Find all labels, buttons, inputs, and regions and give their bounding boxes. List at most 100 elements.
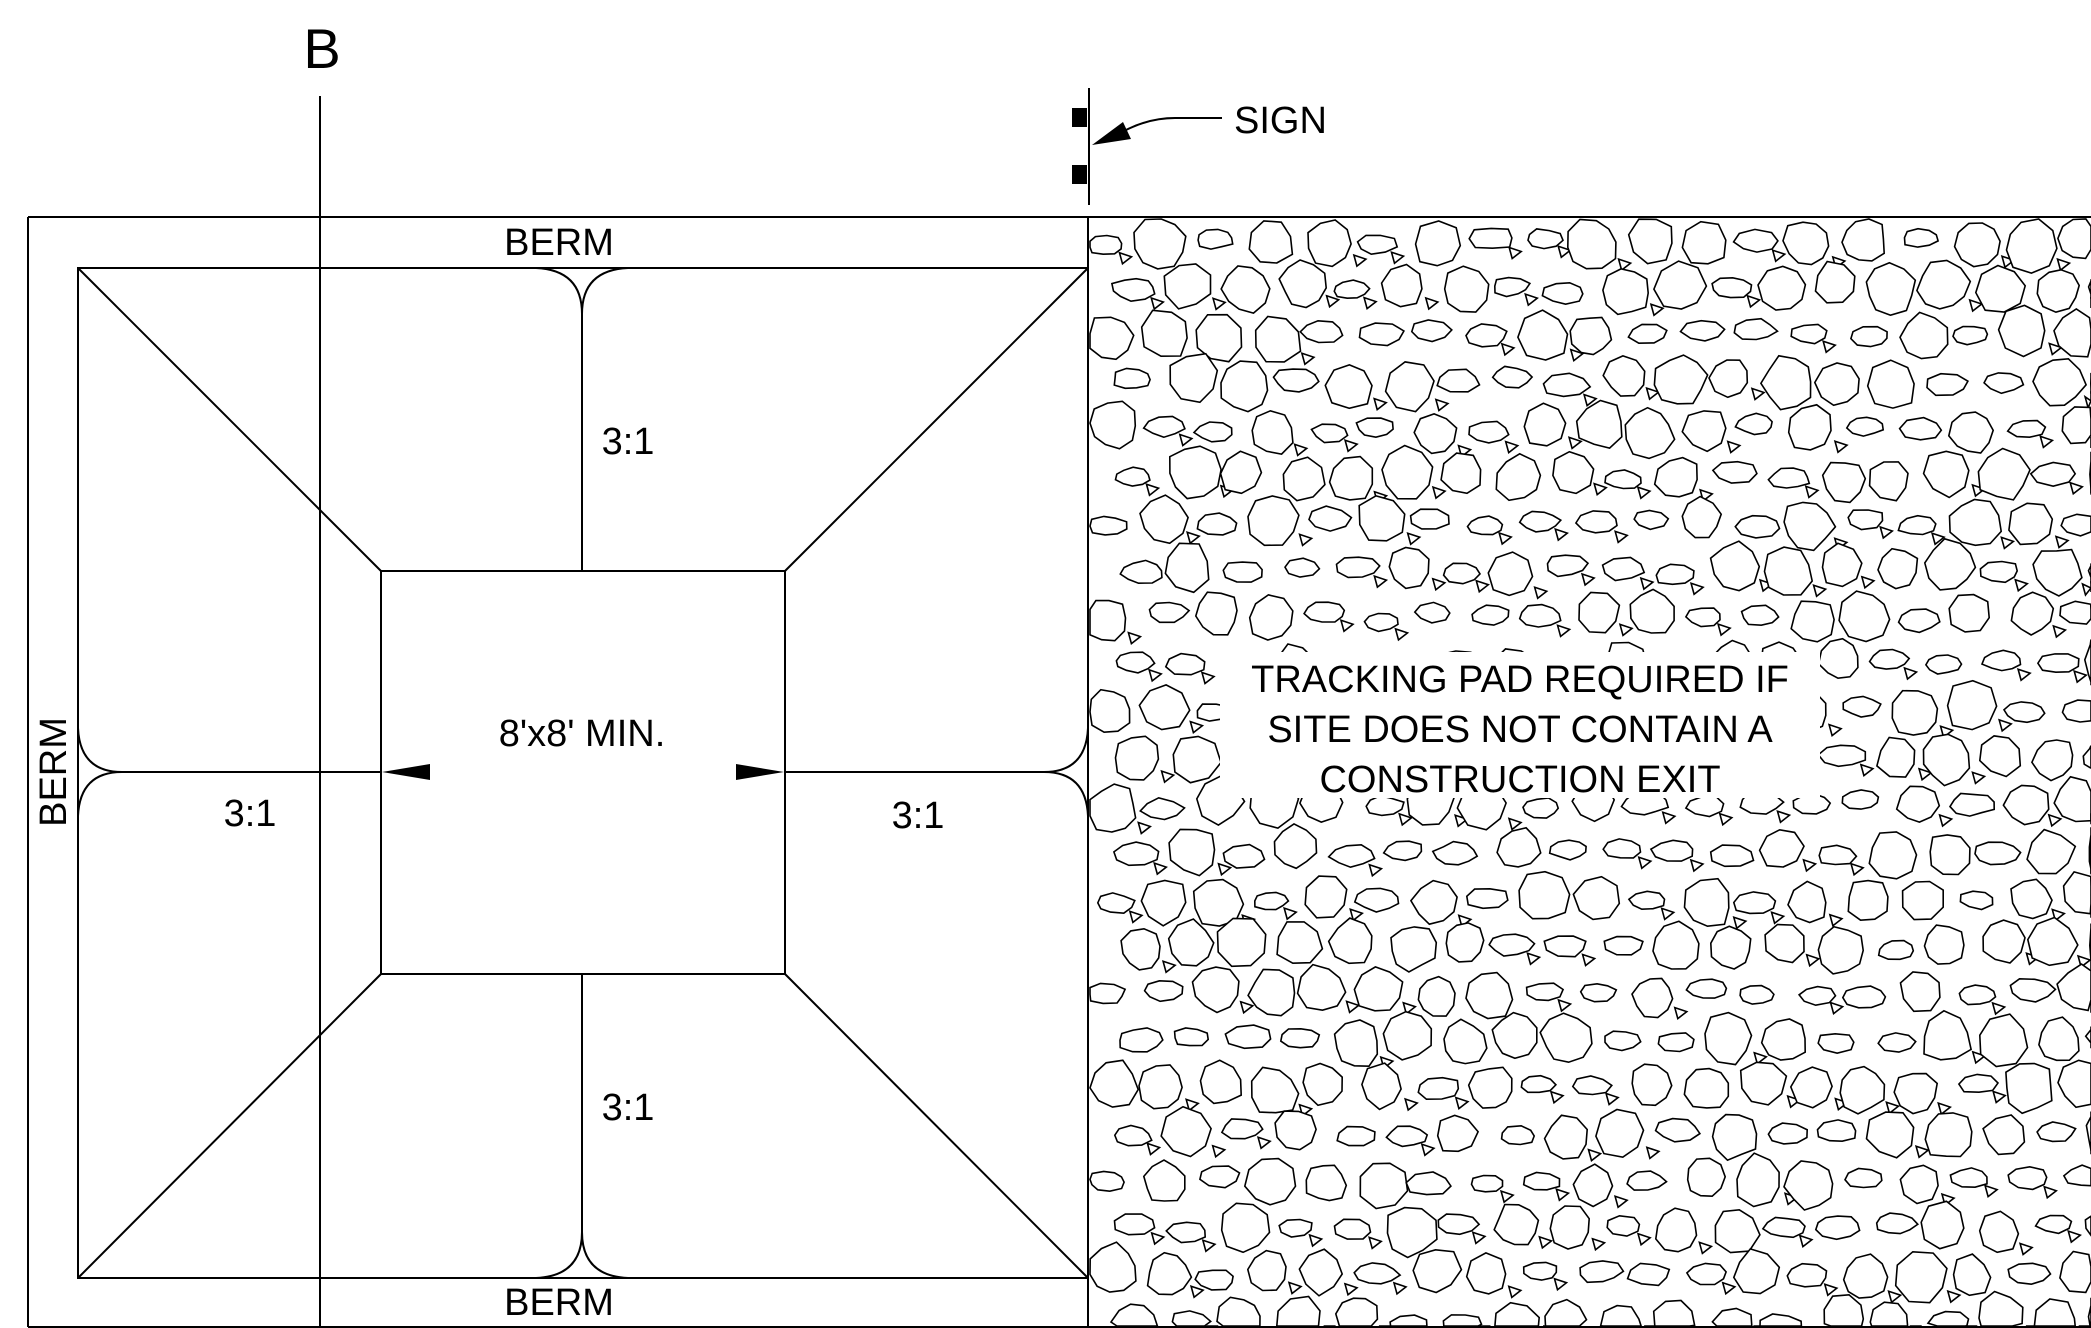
gravel-stone <box>1760 1018 1807 1061</box>
gravel-chip <box>1716 622 1732 637</box>
gravel-chip <box>1402 1001 1417 1016</box>
top-slope-centerline <box>535 267 629 571</box>
gravel-stone <box>1841 218 1886 262</box>
gravel-chip <box>1971 483 1987 498</box>
gravel-stone <box>2036 653 2080 674</box>
gravel-stone <box>1709 925 1752 970</box>
gravel-stone <box>1602 838 1642 859</box>
gravel-stone <box>1543 935 1587 958</box>
gravel-stone <box>1847 509 1884 531</box>
gravel-stone <box>1496 826 1542 868</box>
gravel-stone <box>1194 591 1238 636</box>
gravel-stone <box>1732 891 1777 915</box>
gravel-stone <box>2053 308 2091 358</box>
gravel-chip <box>1613 1195 1629 1209</box>
gravel-stone <box>1869 1301 1909 1327</box>
gravel-chip <box>1914 1144 1930 1159</box>
tracking-pad-note-box <box>1220 652 1820 798</box>
gravel-stone <box>1196 512 1238 536</box>
gravel-stone <box>1868 461 1909 502</box>
gravel-chip <box>1587 1148 1603 1162</box>
gravel-stone <box>1926 372 1969 397</box>
gravel-stone <box>1109 1303 1159 1327</box>
gravel-stone <box>1491 1011 1538 1060</box>
gravel-chip <box>1504 440 1520 454</box>
gravel-stone <box>1595 1108 1645 1158</box>
gravel-stone <box>1216 1296 1261 1327</box>
gravel-chip <box>2073 669 2088 684</box>
gravel-chip <box>1750 387 1766 401</box>
gravel-stone <box>1740 604 1780 627</box>
gravel-stone <box>1790 323 1828 345</box>
gravel-chip <box>1287 1281 1303 1295</box>
gravel-stone <box>1629 588 1675 634</box>
gravel-chip <box>1368 863 1384 878</box>
gravel-stone <box>1898 416 1943 441</box>
gravel-chip <box>1200 671 1216 685</box>
gravel-stone <box>1493 1203 1540 1246</box>
gravel-stone <box>1817 744 1867 768</box>
gravel-stone <box>1335 556 1381 579</box>
gravel-stone <box>1246 1249 1287 1292</box>
gravel-chip <box>1404 1097 1419 1112</box>
gravel-chip <box>1431 577 1447 592</box>
gravel-stone <box>2007 1165 2048 1191</box>
gravel-stone <box>1494 1301 1541 1327</box>
gravel-stone <box>1654 1117 1702 1143</box>
gravel-chip <box>1771 248 1787 263</box>
gravel-stone <box>1198 1165 1241 1189</box>
gravel-chip <box>1507 1285 1523 1299</box>
gravel-chip <box>2048 342 2063 356</box>
gravel-stone <box>2060 513 2091 537</box>
gravel-stone <box>1739 1061 1788 1106</box>
gravel-chip <box>1983 1184 1999 1198</box>
gravel-stone <box>1868 831 1918 880</box>
gravel-chip <box>1538 1235 1554 1250</box>
gravel-stone <box>2032 357 2088 407</box>
slope-label-bottom: 3:1 <box>602 1087 655 1129</box>
gravel-stone <box>1113 367 1151 390</box>
gravel-stone <box>1409 508 1450 530</box>
gravel-stone <box>1216 917 1267 968</box>
gravel-stone <box>1787 403 1832 451</box>
gravel-stone <box>1279 1027 1321 1049</box>
gravel-stone <box>1865 1111 1915 1159</box>
gravel-stone <box>2084 1026 2091 1049</box>
gravel-stone <box>2009 977 2057 1003</box>
gravel-stone <box>1358 322 1405 347</box>
gravel-chip <box>1823 1282 1839 1297</box>
gravel-chip <box>1556 624 1572 638</box>
gravel-stone <box>1708 359 1749 399</box>
gravel-stone <box>1334 1297 1379 1327</box>
gravel-stone <box>1140 309 1188 358</box>
gravel-stone <box>1948 593 1991 633</box>
gravel-chip <box>1500 342 1516 357</box>
gravel-chip <box>1475 579 1490 594</box>
gravel-stone <box>1571 1075 1613 1096</box>
gravel-chip <box>1834 1097 1850 1111</box>
gravel-stone <box>1923 537 1977 591</box>
gravel-chip <box>1526 952 1542 966</box>
gravel-chip <box>1145 482 1161 497</box>
gravel-stone <box>1089 688 1131 734</box>
gravel-stone <box>1899 311 1949 360</box>
gravel-chip <box>1189 720 1205 734</box>
gravel-chip <box>1828 913 1844 928</box>
gravel-stone <box>2026 916 2079 967</box>
gravel-chip <box>1732 915 1748 930</box>
gravel-stone <box>1525 982 1565 1002</box>
gravel-chip <box>1283 906 1298 921</box>
gravel-stone <box>1959 890 1994 911</box>
gravel-chip <box>1555 1187 1571 1202</box>
gravel-chip <box>1833 439 1849 454</box>
gravel-chip <box>1431 485 1447 500</box>
gravel-chip <box>1454 813 1469 828</box>
gravel-chip <box>1325 294 1341 309</box>
gravel-stone <box>1500 1124 1536 1146</box>
gravel-stone <box>2057 1059 2091 1109</box>
gravel-stone <box>1465 887 1509 910</box>
gravel-stone <box>1172 735 1222 784</box>
gravel-stone <box>1142 1159 1186 1202</box>
gravel-stone <box>1844 1167 1883 1189</box>
gravel-chip <box>1879 525 1894 540</box>
